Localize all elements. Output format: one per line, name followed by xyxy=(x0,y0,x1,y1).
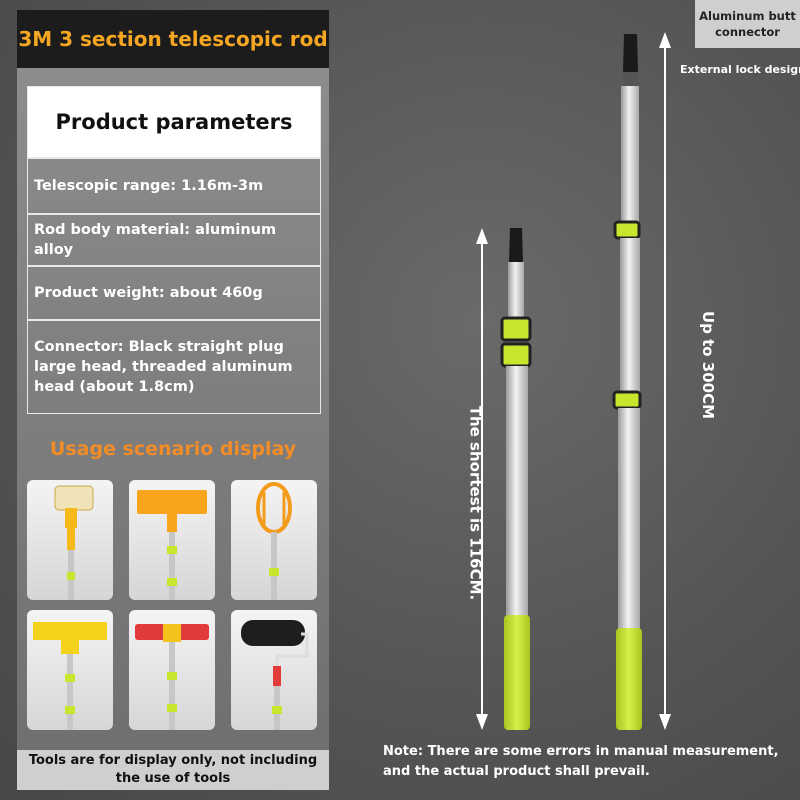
parameters-heading: Product parameters xyxy=(28,87,320,157)
long-rod-lock-2 xyxy=(612,390,642,410)
usage-heading: Usage scenario display xyxy=(49,438,297,460)
external-lock-callout: External lock design xyxy=(680,63,800,76)
red-squeegee-tool-image xyxy=(129,610,215,730)
short-rod-grip xyxy=(504,615,530,730)
short-rod-top-section xyxy=(508,262,524,322)
long-rod xyxy=(612,34,642,730)
long-rod-lock-1 xyxy=(613,220,641,240)
short-rod-lock-2 xyxy=(500,342,532,368)
parameters-table: Product parameters Telescopic range: 1.1… xyxy=(27,86,321,414)
measurement-note: Note: There are some errors in manual me… xyxy=(383,744,779,779)
param-row-weight: Product weight: about 460g xyxy=(28,265,320,319)
param-row-range: Telescopic range: 1.16m-3m xyxy=(28,157,320,213)
foam-roller-tool-image xyxy=(231,610,317,730)
tools-disclaimer: Tools are for display only, not includin… xyxy=(17,750,329,790)
fruit-picker-tool-image xyxy=(231,480,317,600)
aluminum-butt-callout: Aluminum butt connector xyxy=(695,0,800,48)
shortest-length-label: The shortest is 116CM. xyxy=(466,405,485,601)
param-row-material: Rod body material: aluminum alloy xyxy=(28,213,320,265)
product-title: 3M 3 section telescopic rod xyxy=(17,10,329,68)
long-rod-bottom-section xyxy=(618,408,640,630)
paint-roller-tool-image xyxy=(27,480,113,600)
short-rod-lock-1 xyxy=(500,316,532,342)
squeegee-tool-image xyxy=(129,480,215,600)
longest-arrow xyxy=(659,32,671,730)
long-rod-butt-connector xyxy=(623,72,639,88)
short-rod-tip xyxy=(509,228,523,262)
shortest-arrow xyxy=(476,228,488,730)
longest-length-label: Up to 300CM xyxy=(699,310,718,420)
long-rod-tip xyxy=(623,34,638,72)
short-rod-body xyxy=(506,366,528,616)
long-rod-grip xyxy=(616,628,642,730)
long-rod-mid-section xyxy=(620,238,640,394)
window-scraper-tool-image xyxy=(27,610,113,730)
param-row-connector: Connector: Black straight plug large hea… xyxy=(28,319,320,413)
long-rod-top-section xyxy=(621,86,639,226)
short-rod xyxy=(500,228,532,730)
